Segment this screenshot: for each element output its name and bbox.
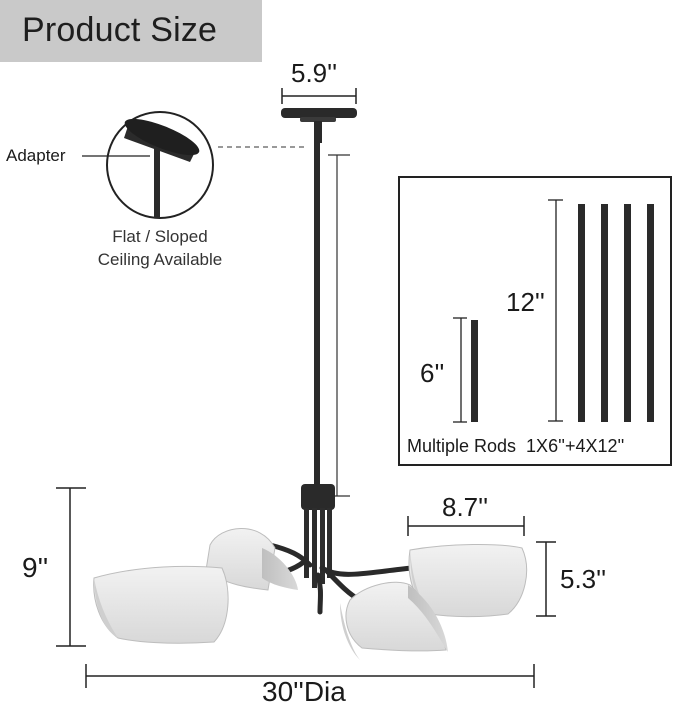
rods-panel <box>398 176 672 466</box>
short-rod-dimension <box>453 317 467 423</box>
long-rod-dimension <box>548 199 563 422</box>
diameter-label: 30''Dia <box>262 676 346 707</box>
adapter-label: Adapter <box>6 146 66 165</box>
canopy-width-dimension <box>281 88 357 104</box>
long-rod-4 <box>647 204 654 422</box>
canopy-width-label: 5.9'' <box>291 58 338 88</box>
overall-height-label: 9'' <box>22 552 49 583</box>
long-rod-2 <box>601 204 608 422</box>
adapter-caption-line2: Ceiling Available <box>97 250 223 269</box>
long-rod-label: 12'' <box>506 287 545 317</box>
page-title: Product Size <box>22 11 218 49</box>
overall-height-dimension <box>56 487 86 647</box>
shade-height-dimension <box>536 541 556 617</box>
long-rod-3 <box>624 204 631 422</box>
rods-caption: Multiple Rods 1X6''+4X12'' <box>407 436 625 456</box>
shade-height-label: 5.3'' <box>560 564 607 594</box>
long-rod-1 <box>578 204 585 422</box>
ceiling-canopy <box>281 108 357 143</box>
shade-width-dimension <box>407 516 525 536</box>
center-hub <box>301 484 335 588</box>
shade-width-label: 8.7'' <box>442 492 489 522</box>
adapter-caption-line1: Flat / Sloped <box>112 227 208 246</box>
main-rod <box>314 140 320 488</box>
shade-front-left <box>93 565 229 644</box>
short-rod-label: 6'' <box>420 358 445 388</box>
short-rod <box>471 320 478 422</box>
rod-height-dimension <box>328 154 350 497</box>
adapter-inset <box>82 111 214 219</box>
shade-front-center <box>340 581 448 660</box>
diameter-dimension <box>85 664 535 688</box>
header-band <box>0 0 262 62</box>
